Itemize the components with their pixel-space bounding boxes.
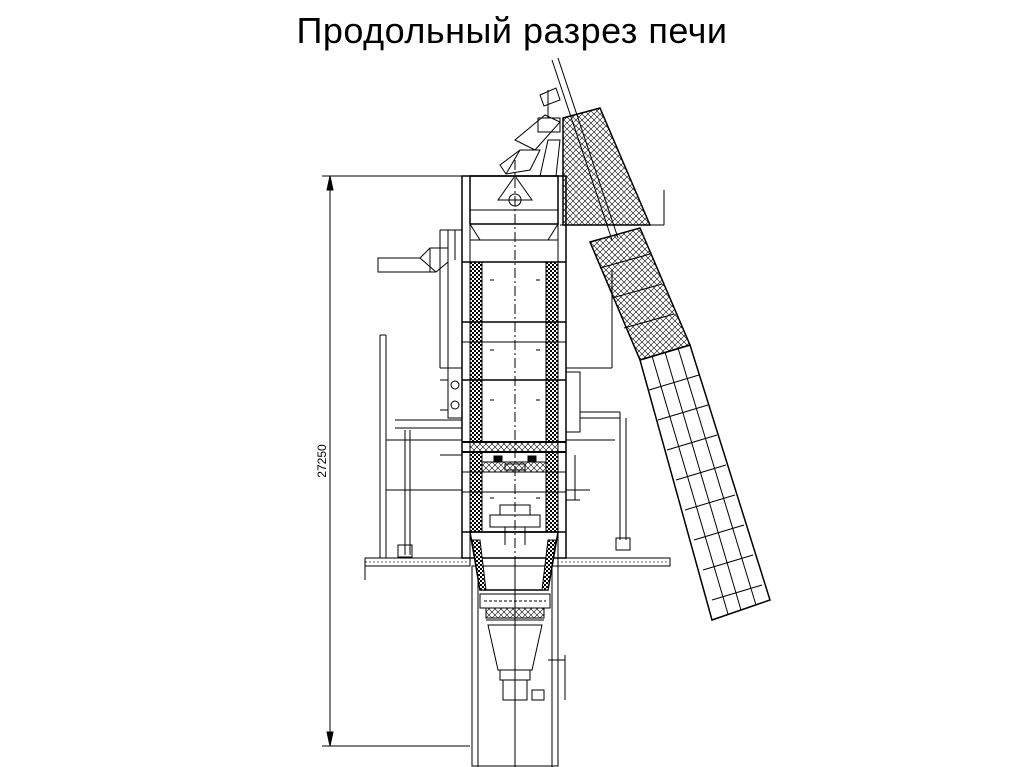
- height-dimension-label: 27250: [315, 444, 329, 478]
- page-title: Продольный разрез печи: [296, 10, 728, 51]
- kiln-shaft: [461, 160, 567, 767]
- right-platforms: [565, 270, 631, 551]
- height-dimension: [322, 175, 470, 747]
- floor-slab: [364, 557, 671, 580]
- shaft-detail-marks: [490, 279, 540, 499]
- left-platforms: [377, 229, 463, 558]
- inclined-hoist: [560, 107, 771, 621]
